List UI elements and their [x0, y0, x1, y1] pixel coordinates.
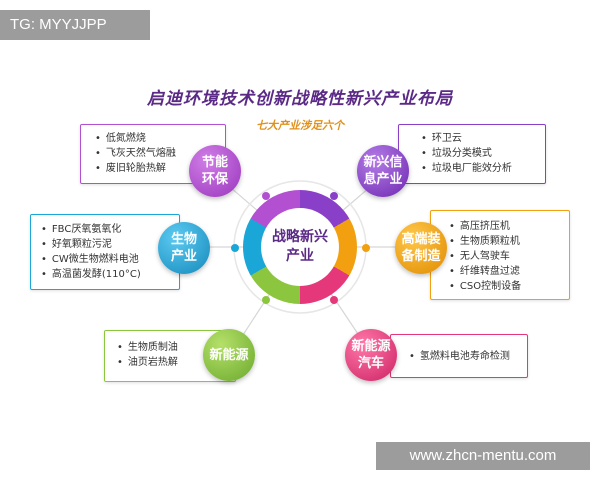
node-bio: 生物产业: [158, 222, 210, 274]
list-item: 生物质颗粒机: [449, 234, 569, 249]
center-label: 战略新兴产业: [261, 208, 339, 286]
list-item: 生物质制油: [117, 340, 235, 355]
center-label-line1: 战略新兴: [272, 229, 328, 245]
list-item: 高压挤压机: [449, 219, 569, 234]
connector-dot-energy-saving: [262, 192, 270, 200]
list-item: 高温菌发酵(110°C): [41, 267, 179, 282]
list-item: 废旧轮胎热解: [95, 161, 225, 176]
node-label-line2: 备制造: [401, 249, 441, 264]
list-item: CSO控制设备: [449, 279, 569, 294]
connector-dot-bio: [231, 244, 239, 252]
node-label-line1: 高端装: [401, 232, 441, 247]
watermark-bottom: www.zhcn-mentu.com: [376, 442, 590, 470]
list-item: 无人驾驶车: [449, 249, 569, 264]
connector-dot-high-end: [362, 244, 370, 252]
item-list-nev: 氢燃料电池寿命检测: [409, 349, 527, 364]
node-label-line1: 新能源: [351, 339, 391, 354]
node-new-energy: 新能源: [203, 329, 255, 381]
item-list-new-info: 环卫云 垃圾分类模式 垃圾电厂能效分析: [421, 131, 545, 176]
node-label-line2: 环保: [201, 172, 228, 187]
node-label-line1: 节能: [201, 155, 228, 170]
item-list-bio: FBC厌氧氨氧化 好氧颗粒污泥 CW微生物燃料电池 高温菌发酵(110°C): [41, 222, 179, 282]
list-box-high-end: 高压挤压机 生物质颗粒机 无人驾驶车 纤维转盘过滤 CSO控制设备: [430, 210, 570, 300]
node-label-line2: 汽车: [357, 356, 384, 371]
item-list-energy-saving: 低氮燃烧 飞灰天然气熔融 废旧轮胎热解: [95, 131, 225, 176]
list-item: 低氮燃烧: [95, 131, 225, 146]
node-label-line1: 生物: [170, 232, 197, 247]
node-label-line1: 新兴信: [363, 155, 403, 170]
node-label-line2: 产业: [170, 249, 197, 264]
list-item: 油页岩热解: [117, 355, 235, 370]
diagram-subtitle: 七大产业涉足六个: [256, 119, 344, 132]
item-list-high-end: 高压挤压机 生物质颗粒机 无人驾驶车 纤维转盘过滤 CSO控制设备: [449, 219, 569, 294]
list-item: 氢燃料电池寿命检测: [409, 349, 527, 364]
connector-dot-new-info: [330, 192, 338, 200]
list-item: FBC厌氧氨氧化: [41, 222, 179, 237]
connector-dot-nev: [330, 296, 338, 304]
list-item: 垃圾电厂能效分析: [421, 161, 545, 176]
node-nev: 新能源汽车: [345, 329, 397, 381]
list-box-bio: FBC厌氧氨氧化 好氧颗粒污泥 CW微生物燃料电池 高温菌发酵(110°C): [30, 214, 180, 290]
list-item: 垃圾分类模式: [421, 146, 545, 161]
center-label-line2: 产业: [286, 248, 314, 264]
list-box-new-info: 环卫云 垃圾分类模式 垃圾电厂能效分析: [398, 124, 546, 184]
watermark-top: TG: MYYJJPP: [0, 10, 150, 40]
list-item: 飞灰天然气熔融: [95, 146, 225, 161]
diagram-title: 启迪环境技术创新战略性新兴产业布局: [147, 89, 453, 109]
list-item: 好氧颗粒污泥: [41, 237, 179, 252]
list-item: 纤维转盘过滤: [449, 264, 569, 279]
item-list-new-energy: 生物质制油 油页岩热解: [117, 340, 235, 370]
node-high-end: 高端装备制造: [395, 222, 447, 274]
list-box-nev: 氢燃料电池寿命检测: [390, 334, 528, 378]
list-item: CW微生物燃料电池: [41, 252, 179, 267]
node-label-line1: 新能源: [209, 347, 249, 363]
connector-dot-new-energy: [262, 296, 270, 304]
center-hub: 战略新兴产业: [243, 190, 357, 304]
node-energy-saving: 节能环保: [189, 145, 241, 197]
node-new-info: 新兴信息产业: [357, 145, 409, 197]
list-item: 环卫云: [421, 131, 545, 146]
node-label-line2: 息产业: [363, 172, 403, 187]
